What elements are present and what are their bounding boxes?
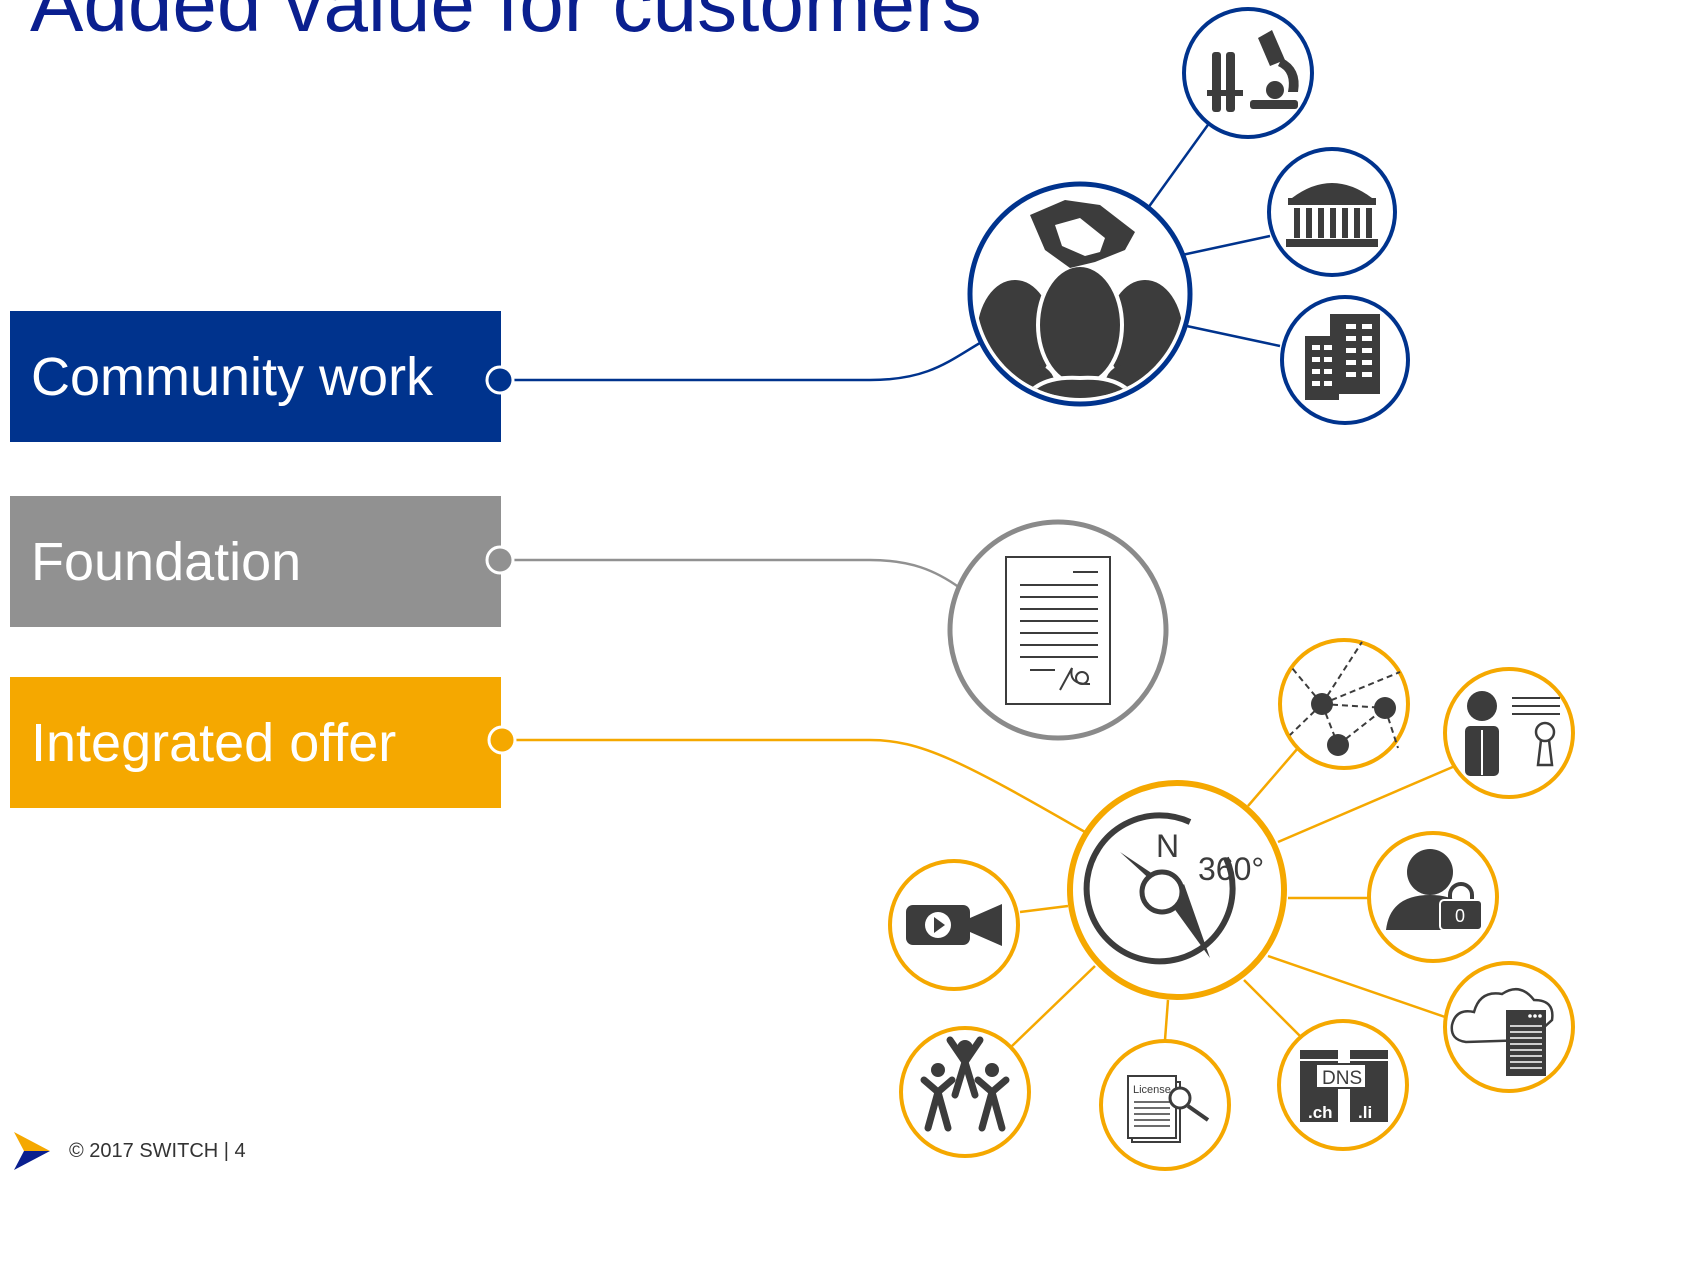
domain-li-label: .li bbox=[1358, 1103, 1372, 1122]
network-graph-icon bbox=[1278, 638, 1410, 770]
office-buildings-icon bbox=[1280, 295, 1410, 425]
pillar-foundation: Foundation bbox=[10, 496, 501, 627]
foundation-connector bbox=[500, 558, 961, 590]
community-connectors bbox=[500, 121, 1281, 382]
dns-domain-icon: DNS .ch .li bbox=[1277, 1019, 1409, 1151]
compass-360-icon: N 360° bbox=[1067, 780, 1287, 1000]
license-label: License bbox=[1133, 1084, 1171, 1096]
lock-digit: 0 bbox=[1455, 906, 1465, 926]
signed-document-icon bbox=[947, 519, 1169, 741]
cloud-server-icon bbox=[1443, 961, 1575, 1093]
footer-copyright: © 2017 SWITCH | 4 bbox=[69, 1139, 246, 1162]
user-lock-icon: 0 bbox=[1367, 831, 1499, 963]
identity-key-icon bbox=[1443, 667, 1575, 799]
handshake-community-icon bbox=[967, 181, 1193, 407]
compass-360-label: 360° bbox=[1198, 851, 1264, 887]
university-building-icon bbox=[1267, 147, 1397, 277]
video-camera-icon bbox=[888, 859, 1020, 991]
pillar-label: Integrated offer bbox=[31, 712, 397, 773]
pillar-integrated-offer: Integrated offer bbox=[10, 677, 501, 808]
dns-label: DNS bbox=[1322, 1068, 1362, 1089]
integrated-connectors bbox=[500, 738, 1456, 1047]
footer: © 2017 SWITCH | 4 bbox=[14, 1132, 246, 1170]
license-search-icon: License bbox=[1099, 1039, 1231, 1171]
community-connector-dot bbox=[485, 365, 515, 395]
pillar-label: Community work bbox=[31, 346, 434, 407]
pillar-community-work: Community work bbox=[10, 311, 501, 442]
domain-ch-label: .ch bbox=[1308, 1103, 1333, 1122]
research-lab-icon bbox=[1182, 7, 1314, 139]
compass-north-label: N bbox=[1156, 828, 1179, 864]
integrated-connector-dot bbox=[487, 725, 517, 755]
foundation-connector-dot bbox=[485, 545, 515, 575]
page-title: Added value for customers bbox=[30, 0, 982, 48]
community-people-icon bbox=[899, 1026, 1031, 1158]
switch-logo-arrow-icon bbox=[14, 1132, 50, 1170]
pillar-label: Foundation bbox=[31, 531, 302, 592]
